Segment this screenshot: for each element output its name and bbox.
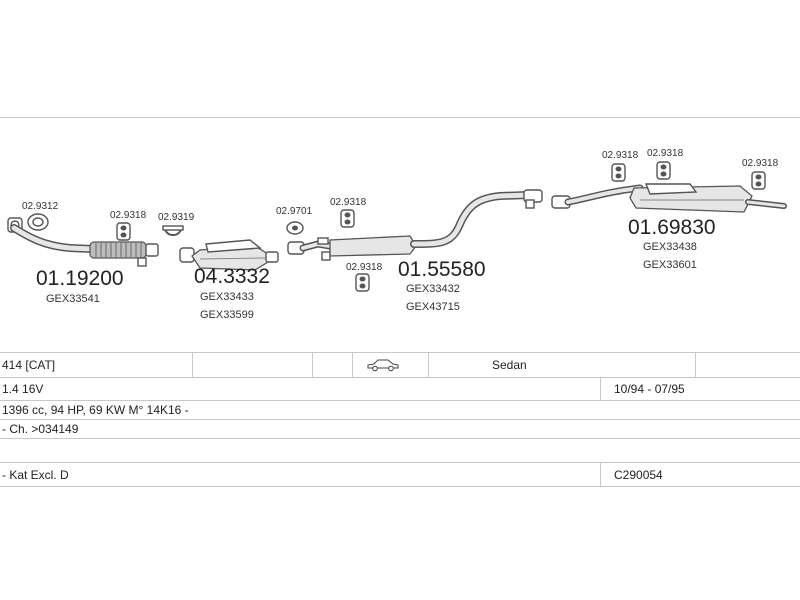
chassis-cell: - Ch. >034149 bbox=[2, 422, 79, 436]
part-ref: GEX43715 bbox=[406, 301, 460, 313]
engine-cell: 1.4 16V bbox=[2, 381, 44, 396]
part-ref: GEX33601 bbox=[643, 259, 697, 271]
table-row bbox=[0, 439, 800, 463]
table-row: 1396 cc, 94 HP, 69 KW M° 14K16 - bbox=[0, 401, 800, 420]
part-number: 04.3332 bbox=[194, 265, 270, 288]
years-cell: 10/94 - 07/95 bbox=[614, 381, 685, 396]
catalyst-part[interactable] bbox=[179, 239, 279, 271]
fitting-label: 02.9318 bbox=[602, 150, 639, 161]
part-ref: GEX33599 bbox=[200, 309, 254, 321]
catalog-code-cell: C290054 bbox=[614, 467, 663, 482]
fitting-rubber-mount[interactable]: 02.9318 bbox=[647, 148, 684, 180]
fitting-label: 02.9318 bbox=[110, 210, 147, 221]
middle-pipe-part[interactable] bbox=[287, 189, 543, 261]
body-type-cell: Sedan bbox=[492, 358, 527, 372]
table-row: 414 [CAT] Sedan bbox=[0, 352, 800, 378]
part-ref: GEX33432 bbox=[406, 283, 460, 295]
part-number: 01.55580 bbox=[398, 258, 486, 281]
table-row: - Kat Excl. D C290054 bbox=[0, 463, 800, 487]
fitting-label: 02.9318 bbox=[346, 262, 383, 273]
fitting-rubber-mount[interactable]: 02.9318 bbox=[330, 197, 367, 228]
fitting-gasket[interactable]: 02.9701 bbox=[276, 206, 313, 235]
part-number: 01.69830 bbox=[628, 216, 716, 239]
fitting-label: 02.9701 bbox=[276, 206, 313, 217]
table-row: 1.4 16V 10/94 - 07/95 bbox=[0, 377, 800, 401]
fitting-clamp[interactable]: 02.9319 bbox=[158, 212, 195, 236]
part-ref: GEX33433 bbox=[200, 291, 254, 303]
part-number: 01.19200 bbox=[36, 267, 124, 290]
model-cell: 414 [CAT] bbox=[2, 358, 56, 372]
fitting-rubber-mount[interactable]: 02.9318 bbox=[110, 210, 147, 241]
part-ref: GEX33541 bbox=[46, 293, 100, 305]
fitting-label: 02.9312 bbox=[22, 201, 59, 212]
rear-silencer-part[interactable] bbox=[551, 183, 787, 213]
front-pipe-part[interactable] bbox=[7, 217, 159, 267]
sedan-car-icon bbox=[366, 353, 400, 377]
fitting-rubber-mount[interactable]: 02.9318 bbox=[602, 150, 639, 182]
top-border bbox=[0, 117, 800, 118]
exhaust-diagram: 02.9312 01.19200 GEX33541 02.9318 02.931… bbox=[7, 148, 787, 321]
part-ref: GEX33438 bbox=[643, 241, 697, 253]
fitting-label: 02.9318 bbox=[647, 148, 684, 159]
fitting-gasket[interactable]: 02.9312 bbox=[22, 201, 59, 231]
note-cell: - Kat Excl. D bbox=[2, 467, 69, 482]
fitting-rubber-mount[interactable]: 02.9318 bbox=[742, 158, 779, 190]
fitting-label: 02.9318 bbox=[330, 197, 367, 208]
fitting-label: 02.9319 bbox=[158, 212, 195, 223]
fitting-label: 02.9318 bbox=[742, 158, 779, 169]
fitting-rubber-mount[interactable]: 02.9318 bbox=[346, 262, 383, 292]
specs-cell: 1396 cc, 94 HP, 69 KW M° 14K16 - bbox=[2, 403, 189, 417]
table-row: - Ch. >034149 bbox=[0, 420, 800, 439]
